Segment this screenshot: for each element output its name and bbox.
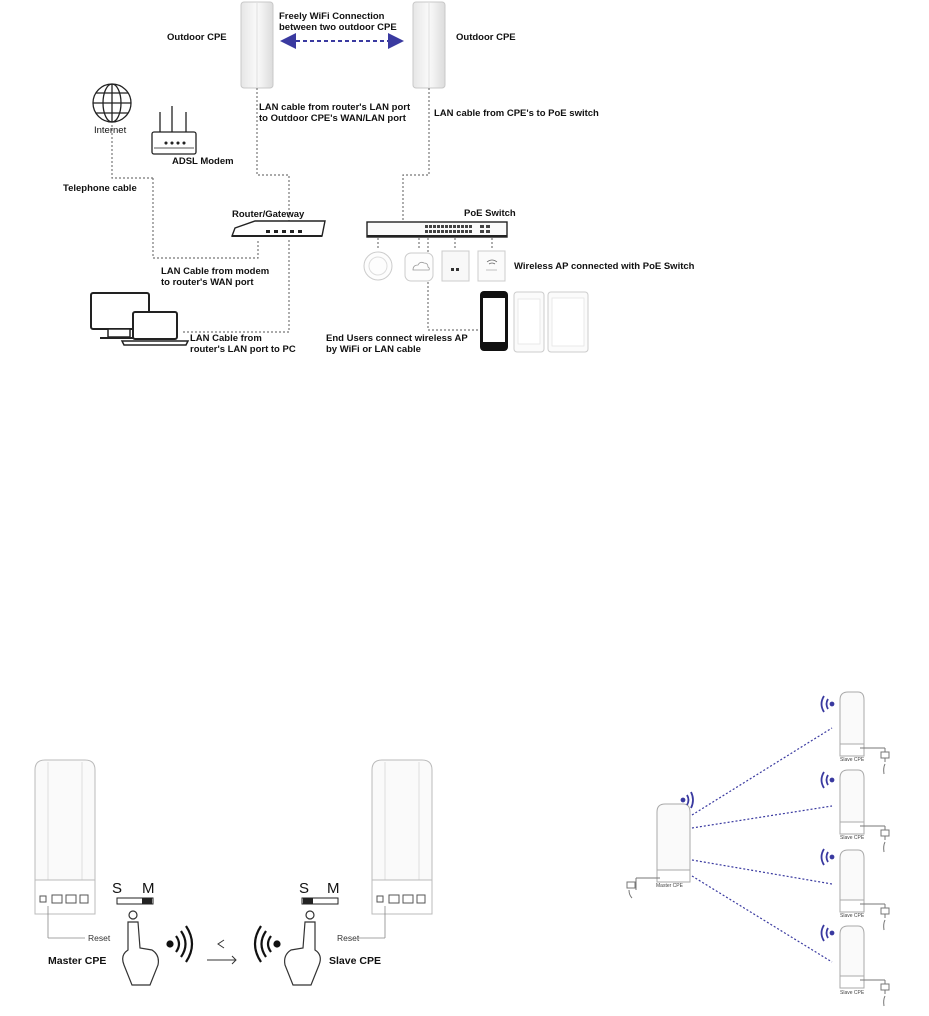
slave-cpe-device xyxy=(371,759,433,915)
cable-lines xyxy=(111,88,493,333)
wifi-signal-master-icon xyxy=(166,925,194,963)
outdoor-cpe-right-device xyxy=(412,1,446,89)
laptop-icon xyxy=(120,311,190,346)
label-mp-master: Master CPE xyxy=(656,883,683,889)
multipoint-master-cpe xyxy=(626,803,691,899)
ceiling-ap-round xyxy=(363,251,393,281)
outdoor-cpe-left-device xyxy=(240,1,274,89)
label-reset-right: Reset xyxy=(337,933,360,943)
label-outdoor-cpe-left: Outdoor CPE xyxy=(167,32,227,43)
hand-pressing-right-icon xyxy=(284,910,321,986)
label-wifi-connection-1: Freely WiFi Connection xyxy=(279,11,385,22)
master-cpe-device xyxy=(34,759,96,915)
label-wireless-ap: Wireless AP connected with PoE Switch xyxy=(514,261,695,272)
label-lan-pc-1: LAN Cable from xyxy=(190,333,262,344)
slave-cpe-unit-3 xyxy=(839,849,890,931)
internet-globe-icon xyxy=(92,83,132,123)
ceiling-ap-square xyxy=(404,252,434,282)
label-mp-slave-1: Slave CPE xyxy=(840,757,865,763)
router-gateway-device xyxy=(230,220,326,237)
multipoint-master-wifi-icon xyxy=(680,791,694,809)
slave-wifi-icon-4 xyxy=(820,924,835,942)
label-lan-router-cpe-2: to Outdoor CPE's WAN/LAN port xyxy=(259,113,406,124)
label-switch-s-left: S xyxy=(112,880,123,897)
label-end-users-2: by WiFi or LAN cable xyxy=(326,344,421,355)
hand-pressing-left-icon xyxy=(122,910,159,986)
tablet-white xyxy=(547,291,589,353)
wall-plate-ap-2 xyxy=(477,250,506,282)
label-lan-modem-1: LAN Cable from modem xyxy=(161,266,270,277)
label-reset-left: Reset xyxy=(88,933,111,943)
wall-plate-ap-1 xyxy=(441,250,470,282)
label-switch-m-left: M xyxy=(142,880,155,897)
label-lan-pc-2: router's LAN port to PC xyxy=(190,344,296,355)
label-slave-cpe: Slave CPE xyxy=(329,955,381,967)
multipoint-links xyxy=(691,727,833,963)
poe-switch-device xyxy=(366,221,508,238)
slave-cpe-unit-2 xyxy=(839,769,890,853)
adsl-modem-device xyxy=(151,106,197,155)
label-lan-cpe-poe: LAN cable from CPE's to PoE switch xyxy=(434,108,599,119)
slave-cpe-unit-4 xyxy=(839,925,890,1007)
label-lan-modem-2: to router's WAN port xyxy=(161,277,254,288)
label-adsl-modem: ADSL Modem xyxy=(172,156,234,167)
arrow-right-icon xyxy=(207,955,237,965)
label-wifi-connection-2: between two outdoor CPE xyxy=(279,22,397,33)
label-mp-slave-4: Slave CPE xyxy=(840,990,865,996)
label-mp-slave-3: Slave CPE xyxy=(840,913,865,919)
label-router-gateway: Router/Gateway xyxy=(232,209,305,220)
smartphone-black xyxy=(480,291,508,351)
label-outdoor-cpe-right: Outdoor CPE xyxy=(456,32,516,43)
label-switch-m-right: M xyxy=(327,880,340,897)
slave-wifi-icon-3 xyxy=(820,848,835,866)
arrow-left-icon xyxy=(217,939,225,949)
sm-switch-left xyxy=(116,897,154,905)
label-master-cpe: Master CPE xyxy=(48,955,107,967)
wifi-signal-slave-icon xyxy=(253,925,281,963)
label-internet: Internet xyxy=(94,125,127,136)
label-lan-router-cpe-1: LAN cable from router's LAN port xyxy=(259,102,411,113)
sm-switch-right xyxy=(301,897,339,905)
label-poe-switch: PoE Switch xyxy=(464,208,516,219)
label-switch-s-right: S xyxy=(299,880,310,897)
label-telephone-cable: Telephone cable xyxy=(63,183,137,194)
slave-wifi-icon-1 xyxy=(820,695,835,713)
slave-cpe-unit-1 xyxy=(839,691,890,775)
label-mp-slave-2: Slave CPE xyxy=(840,835,865,841)
label-end-users-1: End Users connect wireless AP xyxy=(326,333,468,344)
smartphone-white xyxy=(513,291,545,353)
slave-wifi-icon-2 xyxy=(820,771,835,789)
